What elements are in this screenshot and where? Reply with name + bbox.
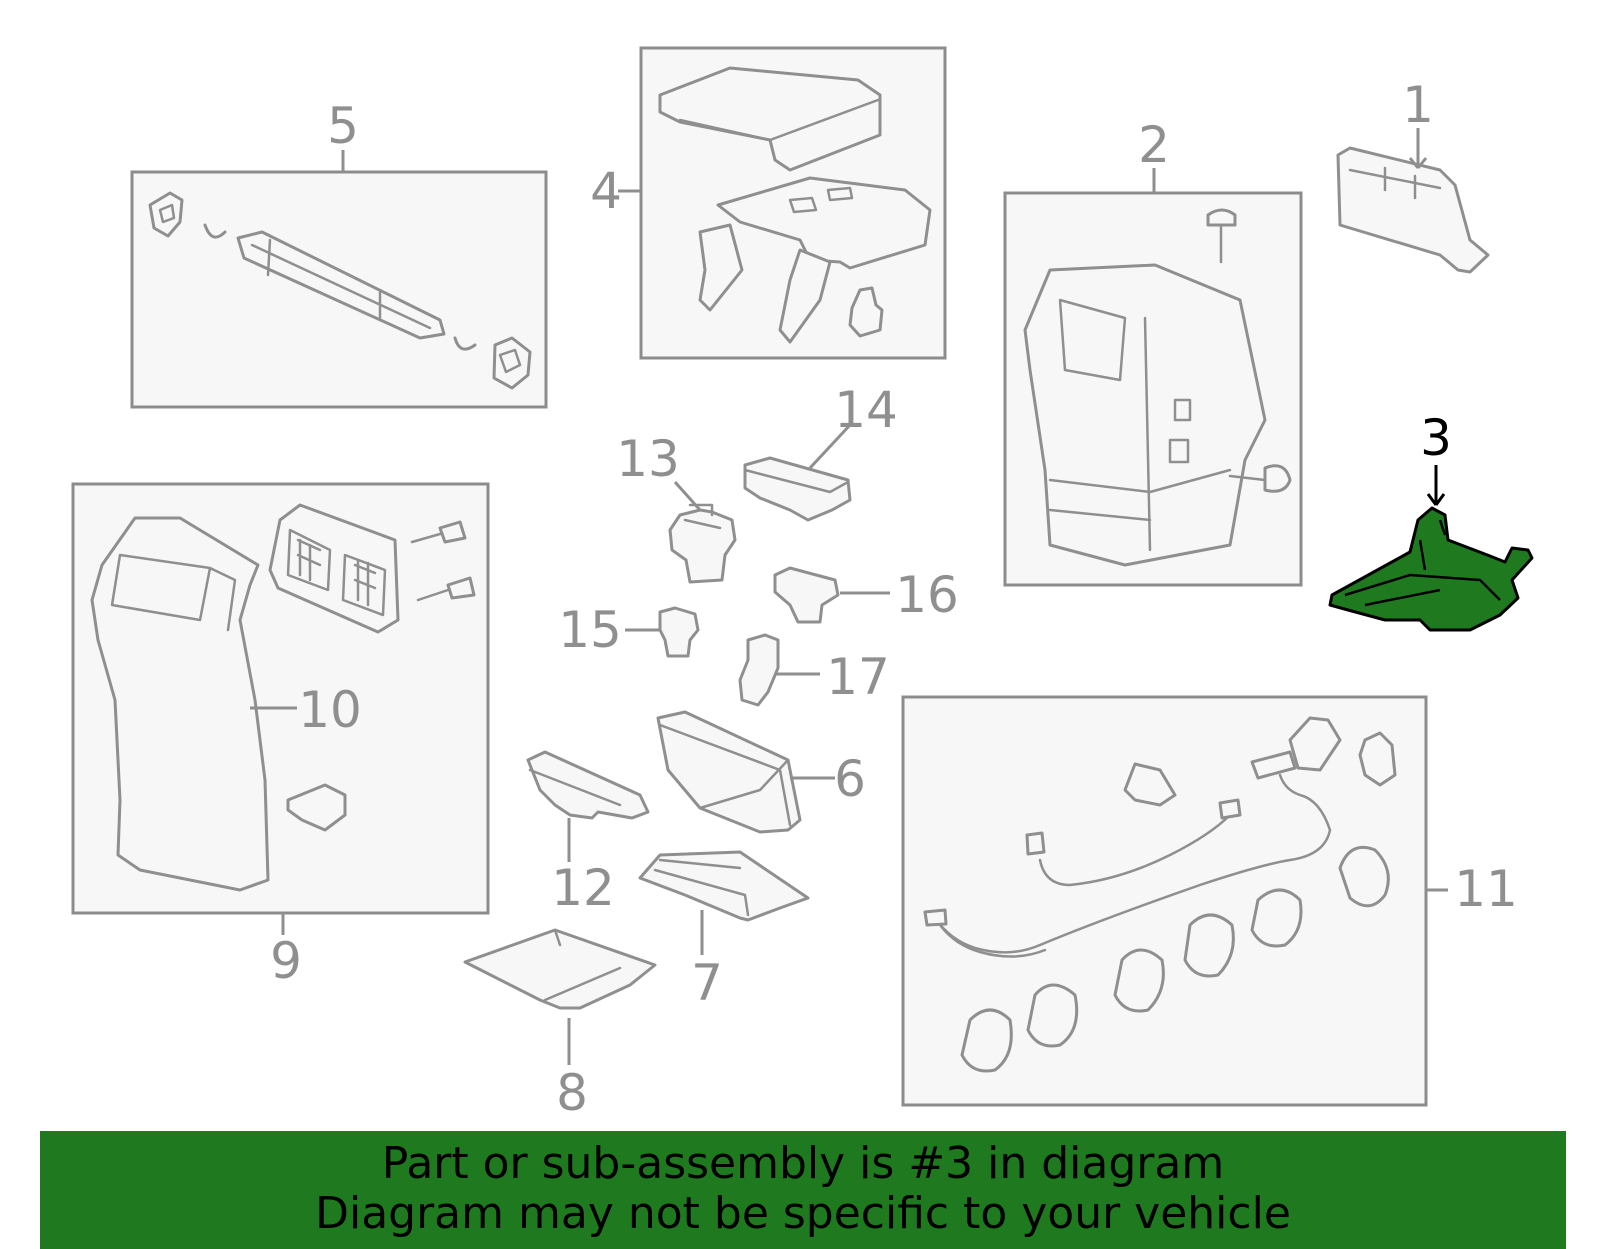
- part-15: [658, 606, 700, 658]
- banner-line-1: Part or sub-assembly is #3 in diagram: [381, 1138, 1225, 1189]
- leader-lines: [250, 128, 1448, 1065]
- callout-5: 5: [327, 97, 359, 155]
- part-8: [463, 928, 657, 1010]
- part-14: [743, 456, 852, 522]
- part-13: [668, 503, 737, 584]
- callout-14: 14: [834, 381, 898, 439]
- part-6: [656, 710, 802, 834]
- callout-15: 15: [558, 601, 622, 659]
- callout-8: 8: [556, 1064, 588, 1122]
- part-12: [526, 750, 650, 820]
- callout-17: 17: [826, 648, 890, 706]
- callout-11: 11: [1454, 860, 1518, 918]
- group-box-2: [1003, 191, 1303, 587]
- callout-9: 9: [270, 932, 302, 990]
- callout-labels: 1 2 3 4 5 6 7 8 9 10 11 12 13 14 15 16 1…: [270, 76, 1518, 1122]
- callout-3[interactable]: 3: [1420, 409, 1452, 467]
- group-box-11: [901, 695, 1428, 1107]
- group-box-5: [130, 170, 548, 409]
- part-17: [738, 633, 780, 707]
- part-3[interactable]: [1328, 506, 1534, 632]
- callout-13: 13: [616, 430, 680, 488]
- callout-4: 4: [590, 162, 622, 220]
- callout-1: 1: [1402, 76, 1434, 134]
- part-16: [773, 566, 840, 624]
- part-7: [638, 850, 810, 922]
- callout-16: 16: [895, 566, 959, 624]
- callout-6: 6: [834, 750, 866, 808]
- callout-10: 10: [298, 681, 362, 739]
- part-1: [1336, 146, 1490, 274]
- callout-2: 2: [1138, 116, 1170, 174]
- callout-12: 12: [551, 859, 615, 917]
- info-banner: Part or sub-assembly is #3 in diagram Di…: [40, 1131, 1566, 1249]
- group-box-9: [71, 482, 490, 915]
- banner-line-2: Diagram may not be specific to your vehi…: [315, 1188, 1291, 1239]
- callout-7: 7: [691, 954, 723, 1012]
- group-box-4: [639, 46, 947, 360]
